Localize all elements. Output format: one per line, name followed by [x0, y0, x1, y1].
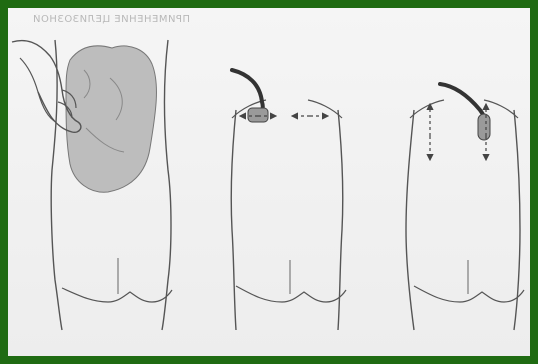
shoulder-curve-3 — [410, 100, 444, 118]
hand-outline — [20, 58, 56, 122]
buttocks-1 — [62, 288, 172, 302]
panel-3 — [406, 84, 524, 330]
torso-outline-3 — [406, 110, 414, 330]
shoulder-curve-3b — [484, 100, 518, 118]
shoulder-curve-2b — [308, 100, 342, 118]
device-2 — [248, 108, 268, 122]
torso-outline-1b — [162, 40, 171, 330]
device-3 — [478, 114, 490, 140]
panel-1 — [12, 40, 172, 330]
pad-1 — [66, 46, 156, 192]
torso-outline-2 — [231, 110, 236, 330]
buttocks-3 — [414, 286, 524, 302]
panel-2 — [231, 70, 346, 330]
buttocks-2 — [236, 286, 346, 302]
